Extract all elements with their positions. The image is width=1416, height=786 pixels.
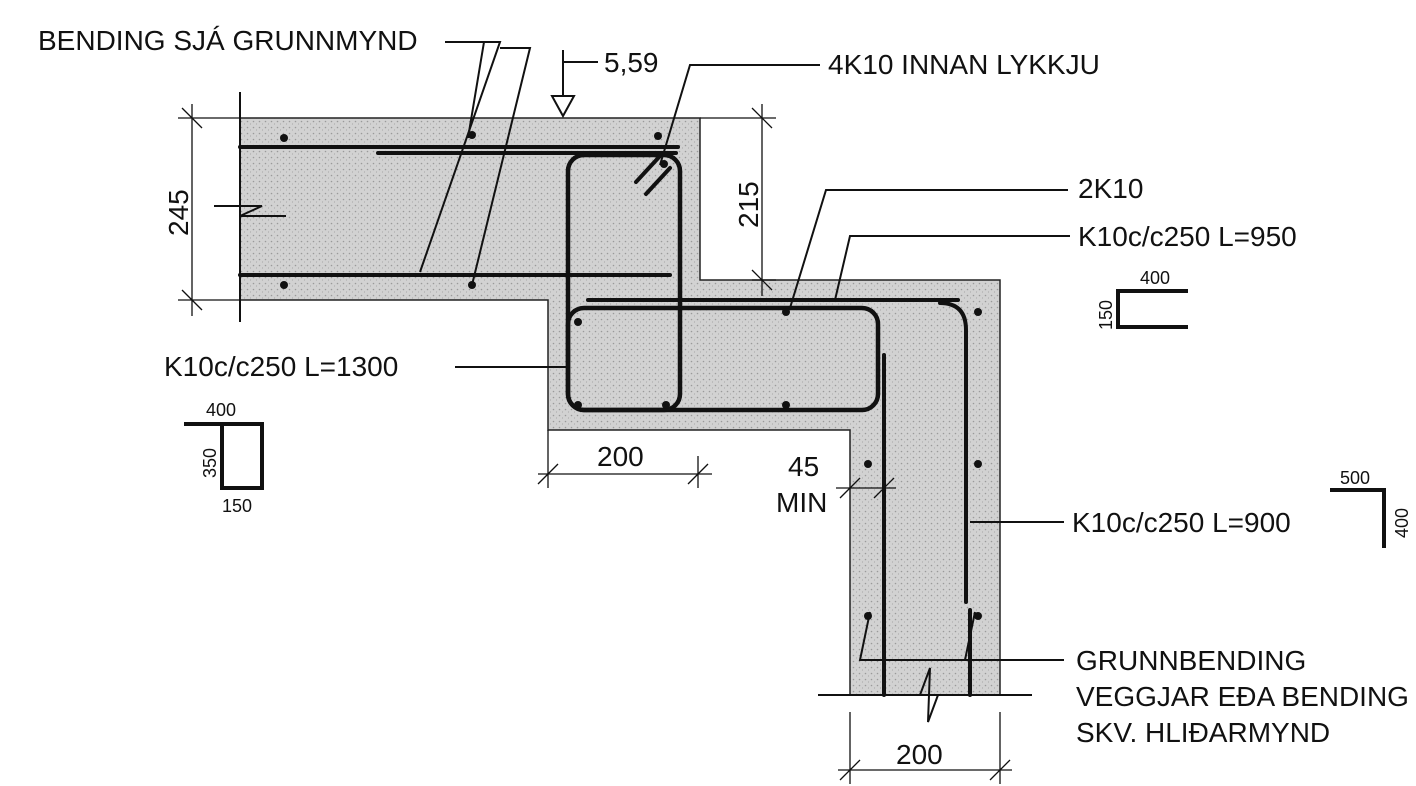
shape-1300-top: 400: [206, 400, 236, 420]
shape-950-side: 150: [1096, 300, 1116, 330]
wall-break-zigzag: [919, 667, 939, 723]
label-grunnbending-2: VEGGJAR EÐA BENDING: [1076, 681, 1409, 712]
bar-shape-900: [1330, 488, 1386, 548]
label-k10-900: K10c/c250 L=900: [1072, 507, 1291, 538]
shape-900-top: 500: [1340, 468, 1370, 488]
wall-hook-bar: [938, 301, 968, 604]
shape-900-side: 400: [1392, 508, 1412, 538]
bar-shape-1300: [184, 422, 264, 490]
hook-tail-1: [634, 154, 662, 184]
label-bending-sja-grunnmynd: BENDING SJÁ GRUNNMYND: [38, 25, 418, 56]
level-marker: [550, 95, 576, 119]
dim-wall-width: 200: [896, 739, 943, 770]
label-k10-950: K10c/c250 L=950: [1078, 221, 1297, 252]
slab-break-zigzag: [214, 205, 286, 217]
dim-step-height: 215: [733, 181, 764, 228]
label-top-loop: 4K10 INNAN LYKKJU: [828, 49, 1100, 80]
label-2k10: 2K10: [1078, 173, 1143, 204]
label-grunnbending-1: GRUNNBENDING: [1076, 645, 1306, 676]
leader-lines: [419, 41, 1070, 661]
label-grunnbending-3: SKV. HLIÐARMYND: [1076, 717, 1330, 748]
stirrup-horizontal: [565, 305, 881, 413]
dim-slab-thickness: 245: [163, 189, 194, 236]
label-level: 5,59: [604, 47, 659, 78]
shape-950-top: 400: [1140, 268, 1170, 288]
label-k10-1300: K10c/c250 L=1300: [164, 351, 398, 382]
rebar-dots: [280, 131, 982, 620]
dim-cover: 45: [788, 451, 819, 482]
shape-1300-bottom: 150: [222, 496, 252, 516]
dim-min-label: MIN: [776, 487, 827, 518]
shape-1300-side: 350: [200, 448, 220, 478]
dimension-lines: [178, 104, 1012, 784]
bar-shape-950: [1116, 289, 1188, 329]
hook-tail-2: [644, 166, 672, 196]
dim-beam-width: 200: [597, 441, 644, 472]
